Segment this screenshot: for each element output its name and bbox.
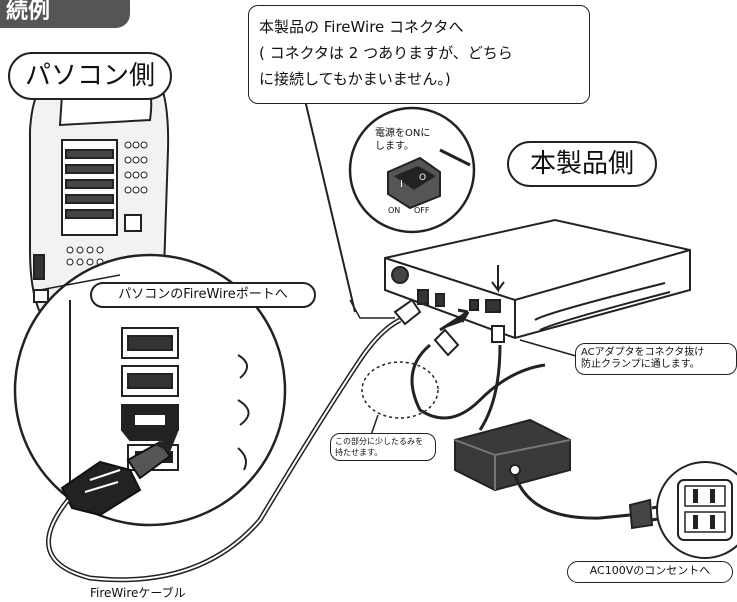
power-callout-line1: 電源をONに (375, 128, 431, 139)
clamp-callout-line2: 防止クランプに通します。 (581, 359, 700, 370)
top-callout: 本製品の FireWire コネクタへ ( コネクタは 2 つありますが、どちら… (248, 5, 590, 104)
top-callout-line2: ( コネクタは 2 つありますが、どちら (259, 44, 513, 62)
cable-label: FireWireケーブル (90, 584, 186, 601)
switch-off-label: OFF (414, 206, 430, 215)
magnified-port-view (13, 253, 287, 527)
svg-text:O: O (419, 173, 426, 183)
top-callout-line1: 本製品の FireWire コネクタへ (259, 18, 464, 36)
header-tab: 続例 (0, 0, 130, 28)
clamp-callout: ACアダプタをコネクタ抜け 防止クランプに通します。 (575, 343, 737, 375)
device-side-label: 本製品側 (507, 141, 657, 187)
header-tab-label: 続例 (6, 0, 51, 24)
slack-callout-line2: 持たせます。 (335, 448, 383, 457)
slack-callout: この部分に少したるみを 持たせます。 (330, 433, 436, 461)
power-switch-illustration: I O (348, 106, 476, 234)
outlet-callout: AC100Vのコンセントへ (567, 561, 733, 583)
switch-on-text: ON (388, 206, 401, 215)
power-callout: 電源をONに します。 (375, 127, 430, 153)
ac-adapter-illustration (454, 418, 571, 492)
power-callout-line2: します。 (375, 141, 414, 152)
cable-label-text: FireWireケーブル (90, 586, 186, 600)
pc-side-label-text: パソコン側 (24, 61, 155, 91)
svg-text:I: I (400, 179, 403, 190)
switch-on-label: ON (388, 206, 400, 215)
slack-callout-line1: この部分に少したるみを (335, 437, 423, 446)
pc-port-label: パソコンのFireWireポートへ (118, 287, 288, 302)
device-side-label-text: 本製品側 (529, 149, 634, 179)
pc-port-callout: パソコンのFireWireポートへ (90, 282, 316, 308)
switch-off-text: OFF (414, 206, 430, 215)
outlet-label: AC100Vのコンセントへ (589, 564, 711, 577)
wall-outlet-illustration (656, 461, 737, 559)
device-box-illustration (384, 218, 691, 343)
clamp-callout-line1: ACアダプタをコネクタ抜け (581, 347, 705, 358)
top-callout-line3: に接続してもかまいません。) (259, 70, 451, 88)
pc-side-label: パソコン側 (8, 52, 172, 100)
